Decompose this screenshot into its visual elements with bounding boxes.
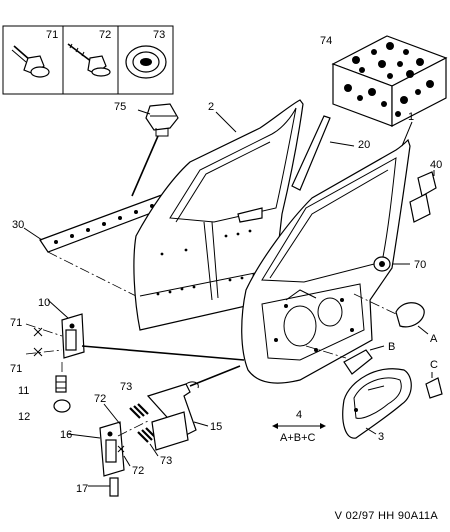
door-panel-3: 3 (342, 368, 412, 443)
check-bracket-15: 15 (146, 365, 241, 451)
callout-73b: 73 (160, 455, 172, 467)
callout-10: 10 (38, 297, 50, 309)
callout-71b: 71 (10, 363, 22, 375)
check-strap-11: 11 (18, 375, 67, 397)
trim-B: B (305, 341, 395, 375)
legend-4: 4 A+B+C (272, 409, 326, 444)
callout-16: 16 (60, 429, 72, 441)
lower-hinge-16: 16 (60, 421, 125, 477)
callout-72b: 72 (132, 465, 144, 477)
hinge-guide-line (81, 345, 245, 361)
grommet-70: 70 (373, 256, 426, 272)
callout-40: 40 (430, 159, 442, 171)
fastener-box-frame (2, 25, 174, 95)
callout-72-box: 72 (99, 29, 111, 41)
trim-C: C (425, 359, 443, 399)
bolt-71-icon (11, 45, 50, 78)
trim-A: A (353, 293, 438, 345)
callout-2: 2 (208, 101, 214, 113)
seal-strip-20: 20 (291, 115, 370, 191)
callout-15: 15 (210, 421, 222, 433)
callout-73a: 73 (120, 381, 132, 393)
callout-4: 4 (296, 409, 302, 421)
cap-12: 12 (18, 399, 71, 423)
callout-17: 17 (76, 483, 88, 495)
callout-1: 1 (408, 111, 414, 123)
callout-12: 12 (18, 411, 30, 423)
callout-11: 11 (18, 385, 29, 397)
mirror-block-40: 40 (409, 159, 442, 223)
pin-17: 17 (76, 477, 119, 497)
assembly-line (47, 251, 141, 299)
fastener-boxes: 71 72 73 (2, 25, 174, 95)
callout-A: A (430, 333, 438, 345)
callout-71-box: 71 (46, 29, 58, 41)
grommet-73-icon (125, 45, 167, 79)
callout-B: B (388, 341, 395, 353)
reference-code: V 02/97 HH 90A11A (334, 510, 438, 522)
legend-note: A+B+C (280, 432, 316, 444)
callout-3: 3 (378, 431, 384, 443)
callout-73-box: 73 (153, 29, 165, 41)
bolt-72-lower: 72 72 (94, 393, 151, 477)
callout-74: 74 (320, 35, 332, 47)
callout-71a: 71 (10, 317, 22, 329)
clip-kit-74: 74 (320, 35, 448, 127)
callout-20: 20 (358, 139, 370, 151)
callout-C: C (430, 359, 438, 371)
clip-75: 75 (114, 101, 179, 197)
upper-hinge-10: 10 71 71 (10, 297, 85, 375)
screw-72-icon (67, 43, 111, 77)
callout-70: 70 (414, 259, 426, 271)
callout-75: 75 (114, 101, 126, 113)
callout-30: 30 (12, 219, 24, 231)
callout-72a: 72 (94, 393, 106, 405)
